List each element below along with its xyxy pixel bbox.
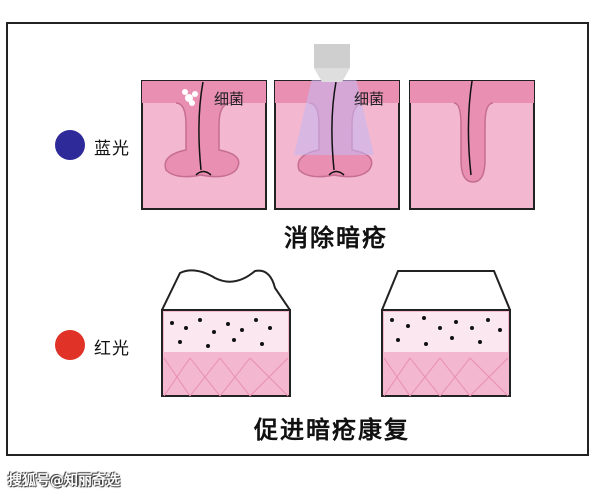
red-light-dot — [55, 330, 85, 360]
pore-panel-clear — [409, 80, 535, 210]
skin-block-healed — [381, 270, 511, 397]
pore-panel-bacteria — [141, 80, 267, 210]
caption-bottom: 促进暗疮康复 — [254, 416, 410, 444]
red-light-label: 红光 — [94, 339, 130, 359]
skin-block-damaged — [161, 269, 291, 397]
bacteria-label-2: 细菌 — [354, 90, 385, 108]
blue-light-label: 蓝光 — [94, 139, 130, 159]
watermark: 搜狐号@知丽奇选 — [8, 473, 120, 489]
light-emitter — [314, 44, 350, 82]
pore-panel-blue-light — [274, 80, 400, 210]
bacteria-label-1: 细菌 — [214, 90, 245, 108]
blue-light-dot — [55, 130, 85, 160]
caption-top: 消除暗疮 — [284, 224, 388, 252]
